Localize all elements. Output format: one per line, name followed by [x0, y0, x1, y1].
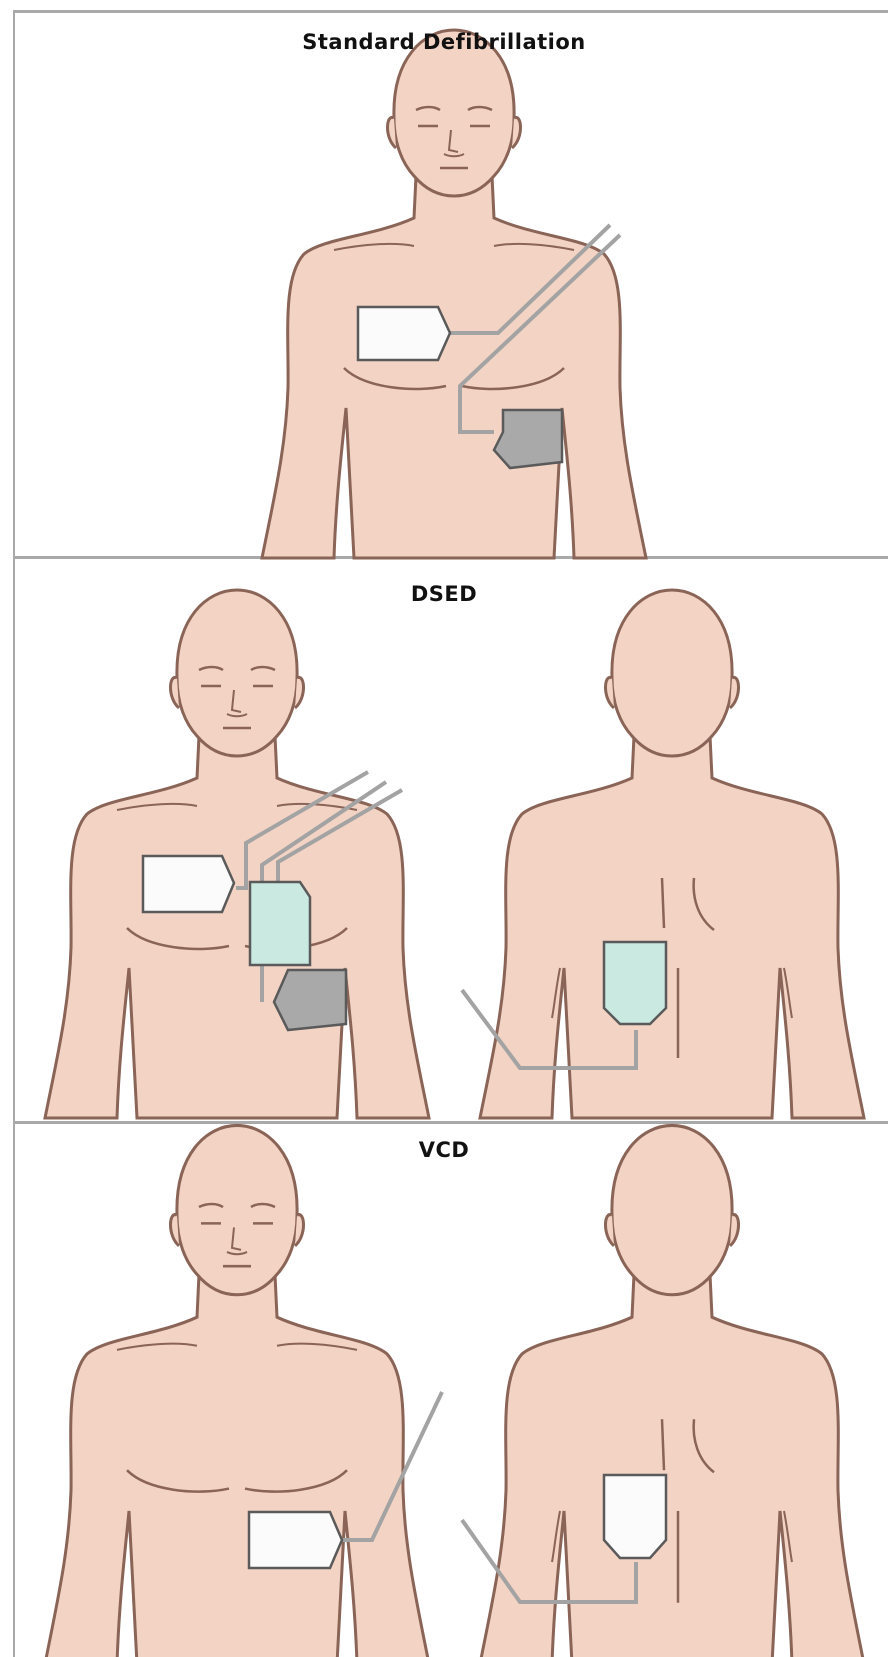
defibrillator-pad — [358, 307, 450, 360]
defibrillator-pad — [604, 1475, 666, 1558]
back-torso-figure — [480, 1125, 864, 1657]
panel-dsed — [45, 590, 864, 1118]
panel-vcd — [45, 1125, 864, 1657]
defibrillator-pad — [250, 882, 310, 965]
defibrillator-pad — [274, 970, 346, 1030]
front-torso-figure — [45, 590, 429, 1118]
front-torso-figure — [45, 1125, 429, 1657]
defibrillator-pad — [604, 942, 666, 1024]
defibrillator-pad — [494, 410, 562, 468]
panel-title-dsed: DSED — [0, 582, 888, 606]
panel-standard-defibrillation — [262, 30, 646, 558]
back-torso-figure — [480, 590, 864, 1118]
panel-title-standard-defibrillation: Standard Defibrillation — [0, 30, 888, 54]
defibrillator-pad — [249, 1512, 342, 1568]
defibrillator-pad — [143, 856, 234, 912]
panel-title-vcd: VCD — [0, 1138, 888, 1162]
front-torso-figure — [262, 30, 646, 558]
